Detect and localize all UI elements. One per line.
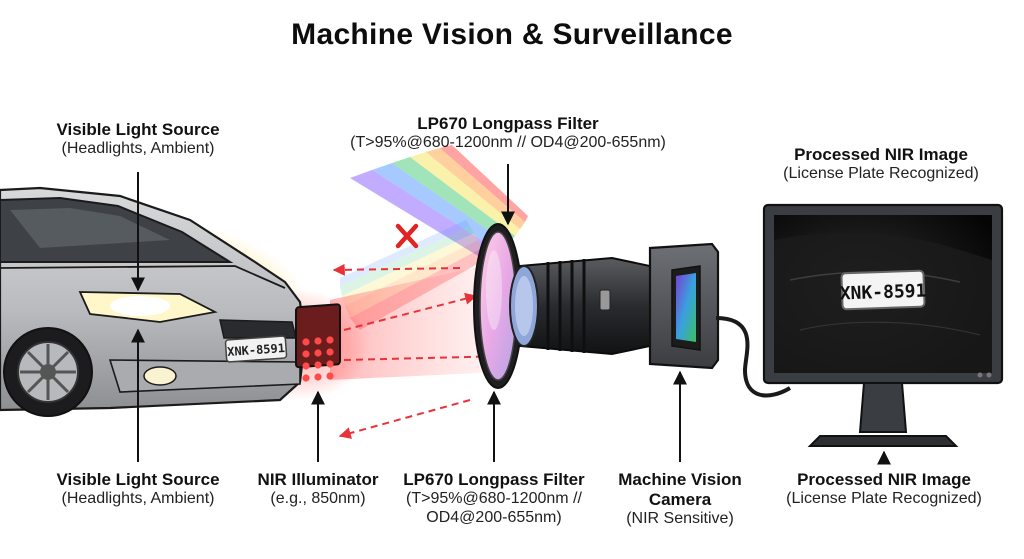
red-x-icon [395, 223, 419, 249]
car-plate-text: XNK-8591 [227, 341, 286, 359]
label-processed-bottom: Processed NIR Image (License Plate Recog… [776, 470, 992, 509]
diagram-title: Machine Vision & Surveillance [291, 18, 733, 51]
label-sub: (License Plate Recognized) [786, 490, 982, 508]
label-processed-top: Processed NIR Image (License Plate Recog… [770, 145, 992, 184]
label-visible-source-bottom: Visible Light Source (Headlights, Ambien… [40, 470, 236, 509]
label-heading: LP670 Longpass Filter [403, 470, 585, 489]
longpass-filter [473, 223, 523, 389]
label-sub-line2: OD4@200-655nm) [426, 508, 562, 526]
label-heading: Visible Light Source [56, 120, 220, 139]
label-heading: Processed NIR Image [797, 470, 971, 489]
label-camera: Machine Vision Camera (NIR Sensitive) [610, 470, 750, 529]
label-heading: LP670 Longpass Filter [417, 114, 599, 133]
visible-light-beam [350, 145, 528, 262]
label-sub: (Headlights, Ambient) [61, 490, 215, 508]
label-nir-illuminator: NIR Illuminator (e.g., 850nm) [250, 470, 386, 509]
machine-vision-camera [648, 242, 720, 370]
nir-beam [330, 262, 500, 380]
label-sub: (Headlights, Ambient) [61, 140, 215, 158]
monitor [762, 203, 1004, 447]
label-heading: Processed NIR Image [794, 145, 968, 164]
car-illustration [0, 186, 307, 417]
pointer-arrows [131, 164, 891, 465]
car-license-plate [224, 335, 288, 363]
nir-illuminator [295, 303, 341, 382]
label-heading: Visible Light Source [56, 470, 220, 489]
label-heading-line1: Machine Vision [618, 470, 742, 489]
label-sub-line1: (T>95%@680-1200nm // [406, 490, 582, 508]
monitor-license-plate [840, 269, 926, 311]
monitor-plate-text: XNK-8591 [839, 280, 926, 304]
label-filter-top: LP670 Longpass Filter (T>95%@680-1200nm … [330, 114, 686, 153]
label-visible-source-top: Visible Light Source (Headlights, Ambien… [40, 120, 236, 159]
label-heading: NIR Illuminator [257, 470, 379, 489]
camera-lens [509, 256, 651, 356]
label-heading-line2: Camera [648, 490, 712, 510]
label-filter-bottom: LP670 Longpass Filter (T>95%@680-1200nm … [398, 470, 590, 528]
label-sub: (e.g., 850nm) [270, 490, 366, 508]
label-sub: (NIR Sensitive) [626, 510, 734, 528]
label-sub: (T>95%@680-1200nm // OD4@200-655nm) [350, 134, 666, 152]
label-sub: (License Plate Recognized) [783, 165, 979, 183]
camera-cable [715, 316, 792, 398]
